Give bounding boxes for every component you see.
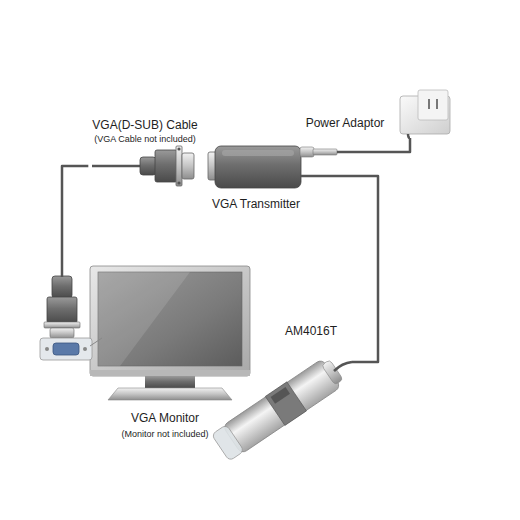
vga-monitor-body [90,266,250,400]
cable-wire [337,176,378,362]
microscope-body [211,355,347,462]
monitor-vga-plug [40,264,102,360]
vga-monitor: VGA Monitor (Monitor not included) [38,264,253,446]
dsub-plug [92,146,194,186]
part-label: VGA Monitor [131,412,199,426]
leader-line [90,338,102,346]
part-note: (VGA Cable not included) [94,134,196,144]
cable-wire [92,165,142,168]
microscope: AM4016T [215,318,352,450]
power-adaptor-body [400,90,450,138]
usb-wire [301,175,337,178]
cable-wire [337,138,410,152]
part-label: VGA Transmitter [212,198,300,212]
cable-plug: VGA(D-SUB) Cable(VGA Cable not included) [88,112,201,192]
vga-transmitter: VGA Transmitter [202,142,337,216]
cable-wire [62,166,88,264]
vga-transmitter-body [208,146,337,188]
part-label: Power Adaptor [306,117,385,131]
part-label: AM4016T [285,325,337,339]
part-note: (Monitor not included) [121,429,208,439]
part-label: VGA(D-SUB) Cable [92,119,197,133]
microscope-wire [334,362,352,371]
power-adaptor: Power Adaptor [296,84,458,138]
